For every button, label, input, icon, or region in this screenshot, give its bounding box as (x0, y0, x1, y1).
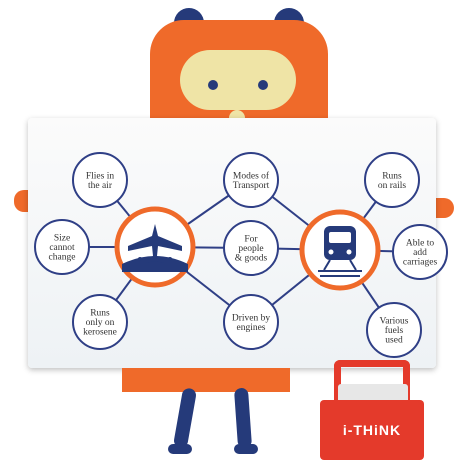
bubble-driven-by-engines (223, 294, 279, 350)
bubble-runs-on-rails (364, 152, 420, 208)
mascot-skirt (122, 368, 290, 392)
toolbox-handle (334, 360, 410, 406)
bubble-size-cannot-change (34, 219, 90, 275)
airplane-icon (122, 224, 188, 272)
mascot-left-foot (168, 444, 192, 454)
toolbox-rolled-paper (338, 384, 408, 404)
toolbox-brand-logo: i-THiNK (342, 422, 402, 438)
mascot-left-eye (208, 80, 218, 90)
bubble-various-fuels (366, 302, 422, 358)
mascot-face (180, 50, 296, 110)
bubble-people-goods (223, 220, 279, 276)
bubble-add-carriages (392, 224, 448, 280)
train-icon (318, 226, 362, 277)
mascot-right-eye (258, 80, 268, 90)
bubble-runs-on-kerosene (72, 294, 128, 350)
ithink-toolbox: i-THiNK (320, 360, 424, 460)
toolbox-body (320, 400, 424, 460)
mascot-right-foot (234, 444, 258, 454)
bubble-modes-of-transport (223, 152, 279, 208)
bubble-flies-in-air (72, 152, 128, 208)
bubble-circles (34, 152, 448, 358)
